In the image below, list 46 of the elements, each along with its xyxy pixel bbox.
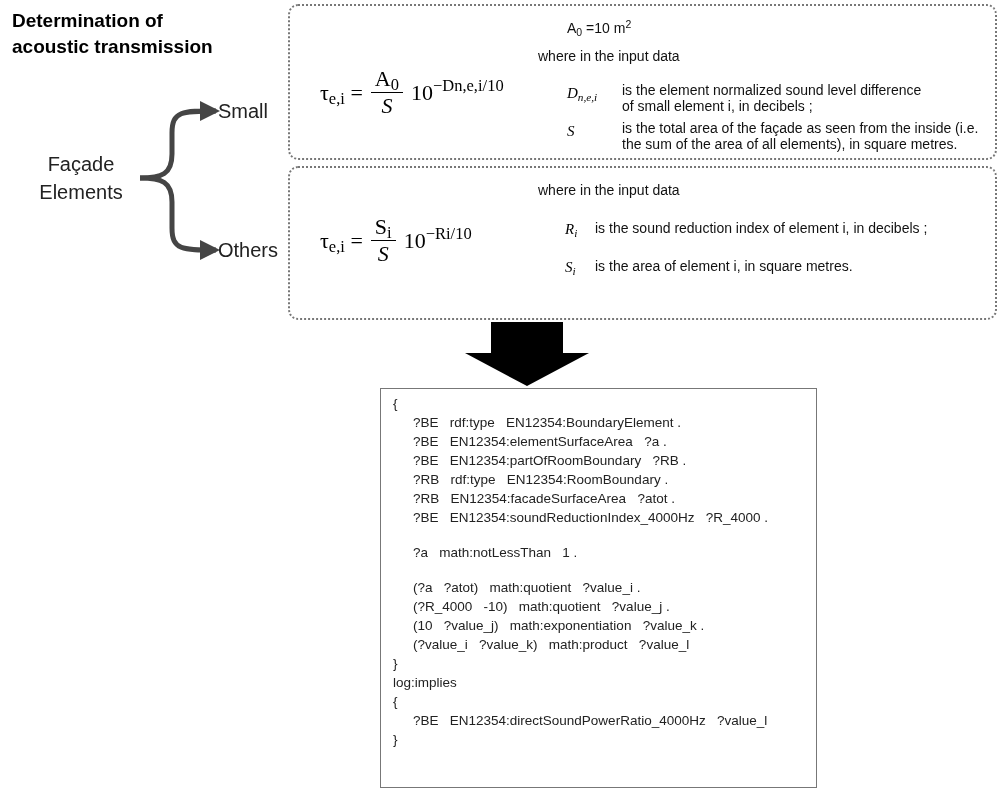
- formula-panel: [288, 166, 997, 320]
- note-text: where in the input data: [538, 182, 680, 198]
- definition-text: is the area of element i, in square metres.: [595, 258, 854, 274]
- branch-label: Others: [218, 238, 280, 263]
- code-line: ?BE rdf:type EN12354:BoundaryElement .: [413, 415, 681, 430]
- category-label: Façade Elements: [38, 152, 124, 205]
- code-line: (?R_4000 -10) math:quotient ?value_j .: [413, 599, 670, 614]
- code-panel: [380, 388, 817, 788]
- formula-text: A$_{0}$ =10 m$^{2}$: [567, 20, 632, 36]
- note-text: where in the input data: [538, 48, 680, 64]
- code-line: log:implies: [393, 675, 457, 690]
- formula-denominator: S: [377, 241, 389, 265]
- formula-term: 10$^{−Ri/10}$: [403, 229, 472, 252]
- branch-label: Small: [218, 99, 269, 124]
- symbol-text: S$_{i}$: [565, 258, 576, 279]
- title: Determination of acoustic transmission: [12, 9, 214, 59]
- formula-panel: [288, 4, 997, 160]
- code-line: ?BE EN12354:elementSurfaceArea ?a .: [413, 434, 667, 449]
- arrow: [139, 101, 220, 181]
- definition-text: is the total area of the façade as seen from the inside (i.e. the sum of the area of all elements), in square metres.: [622, 120, 980, 152]
- formula-denominator: S: [381, 93, 393, 117]
- code-line: {: [393, 396, 398, 411]
- block-arrow: [465, 322, 589, 386]
- formula-term: τ$_{e,i}$ =: [320, 81, 363, 104]
- code-line: (?value_i ?value_k) math:product ?value_l: [413, 637, 690, 652]
- code-line: ?a math:notLessThan 1 .: [413, 545, 578, 560]
- symbol-text: R$_{i}$: [565, 220, 578, 241]
- definition-text: is the element normalized sound level difference of small element i, in decibels ;: [622, 82, 922, 114]
- formula-term: τ$_{e,i}$ =: [320, 229, 363, 252]
- code-line: }: [393, 656, 398, 671]
- code-line: ?BE EN12354:soundReductionIndex_4000Hz ?R_4000 .: [413, 510, 768, 525]
- code-line: {: [393, 694, 398, 709]
- symbol-text: D$_{n,e,i}$: [567, 84, 598, 105]
- definition-text: is the sound reduction index of element i, in decibels ;: [595, 220, 929, 236]
- arrow: [139, 175, 220, 260]
- symbol-text: S: [567, 122, 575, 141]
- formula-numerator: A$_{0}$: [370, 68, 403, 93]
- code-line: ?BE EN12354:directSoundPowerRatio_4000Hz ?value_l: [413, 713, 768, 728]
- code-line: ?RB rdf:type EN12354:RoomBoundary .: [413, 472, 669, 487]
- code-line: (?a ?atot) math:quotient ?value_i .: [413, 580, 641, 595]
- formula-numerator: S$_{i}$: [370, 216, 396, 241]
- code-line: ?RB EN12354:facadeSurfaceArea ?atot .: [413, 491, 675, 506]
- code-line: (10 ?value_j) math:exponentiation ?value_k .: [413, 618, 705, 633]
- code-line: }: [393, 732, 398, 747]
- code-line: ?BE EN12354:partOfRoomBoundary ?RB .: [413, 453, 687, 468]
- formula-term: 10$^{−Dn,e,i/10}$: [410, 81, 504, 104]
